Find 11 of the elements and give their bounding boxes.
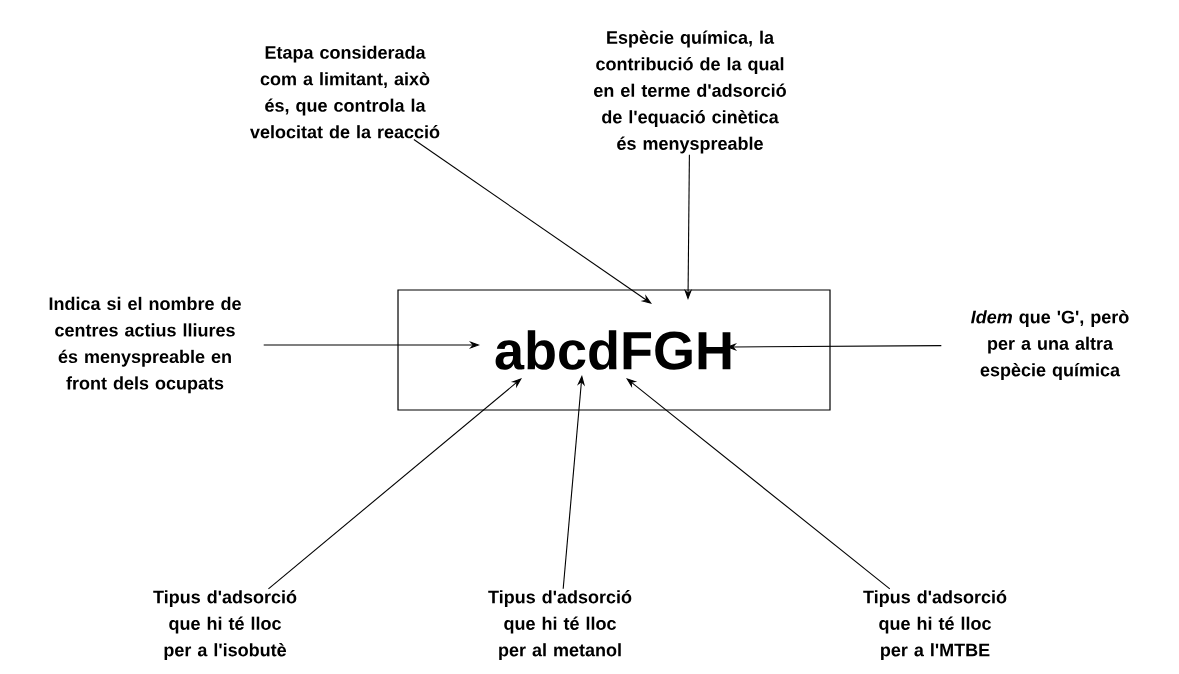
arrow bbox=[626, 378, 891, 590]
arrow bbox=[267, 378, 522, 590]
arrow bbox=[413, 139, 652, 304]
annotation-text: Tipus d'adsorció que hi té lloc per a l'isobutè bbox=[153, 590, 297, 660]
annotation-text: Idem que 'G', però per a una altra espècie química bbox=[971, 310, 1129, 380]
annotation-text: Tipus d'adsorció que hi té lloc per a l'MTBE bbox=[863, 590, 1007, 660]
code-box: abcdFGH bbox=[397, 289, 831, 411]
annotation-text: Tipus d'adsorció que hi té lloc per al metanol bbox=[488, 590, 632, 660]
annotation-text: Indica si el nombre de centres actius lliures és menyspreable en front dels ocupats bbox=[49, 296, 241, 394]
annotation-text: Etapa considerada com a limitant, això és, que controla la velocitat de la reacció bbox=[250, 45, 440, 139]
annotation-text: Espècie química, la contribució de la qual en el terme d'adsorció de l'equació cinètica és menyspreable bbox=[594, 30, 786, 154]
